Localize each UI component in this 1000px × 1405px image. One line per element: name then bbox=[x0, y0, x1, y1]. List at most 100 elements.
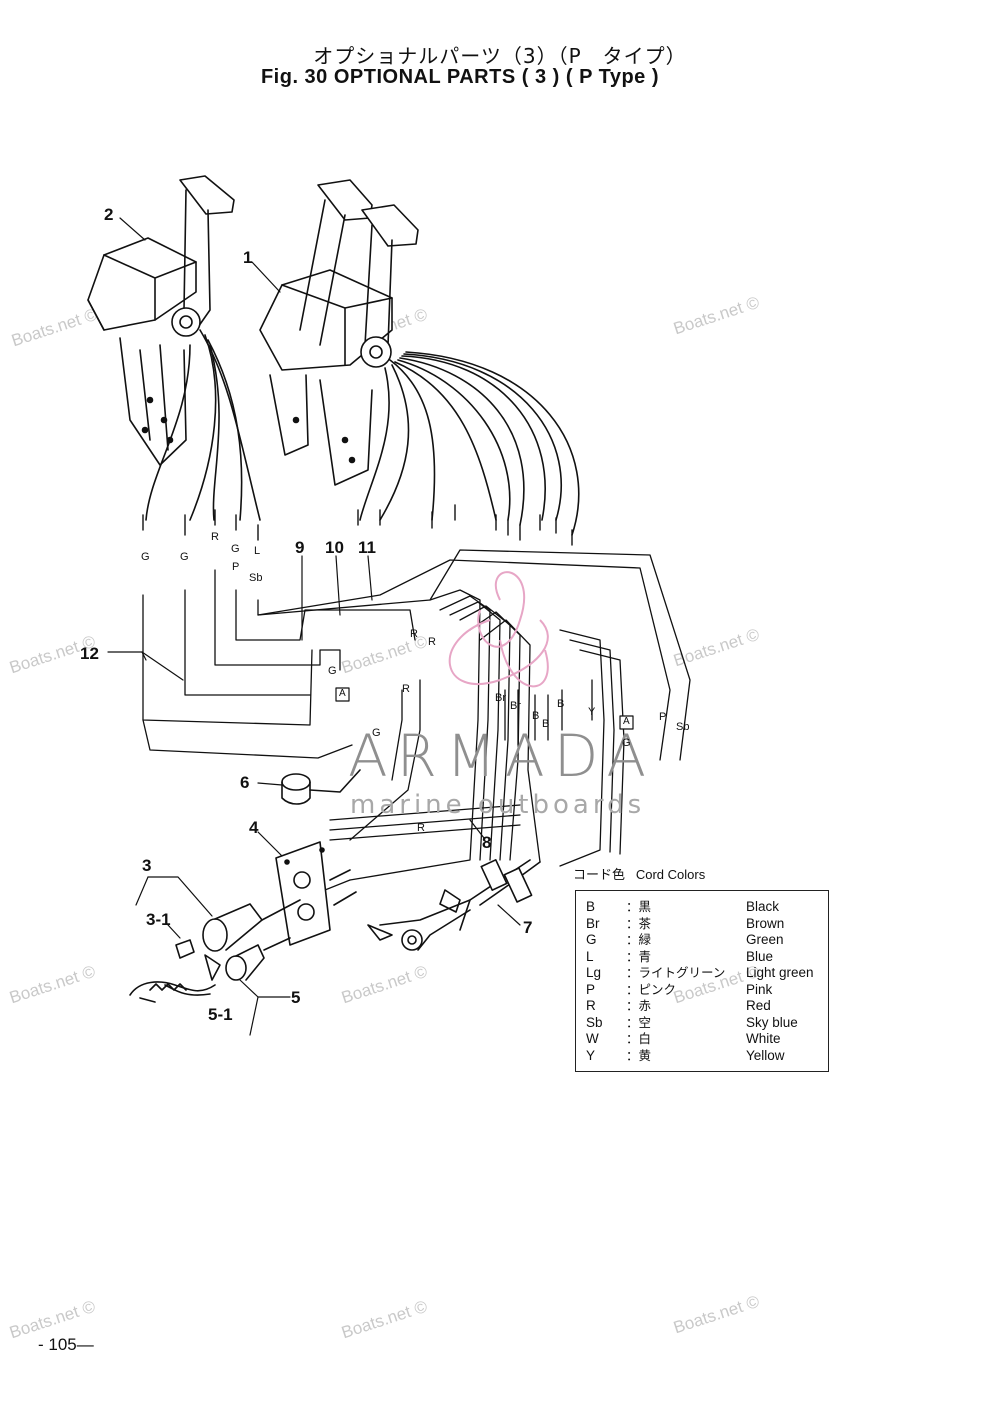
legend-jp: ：青 bbox=[626, 948, 652, 964]
legend-row: Sb ：空 Sky blue bbox=[586, 1015, 826, 1031]
wire-label: G bbox=[141, 551, 150, 563]
legend-jp: ：黄 bbox=[626, 1047, 652, 1063]
cord-colors-legend: B ：黒 Black Br ：茶 Brown G ：緑 Green L ：青 Blue Lg ：ラ… bbox=[575, 890, 829, 1072]
callout-10: 10 bbox=[325, 538, 344, 557]
legend-en: Sky blue bbox=[746, 1014, 798, 1030]
connector-mark: A bbox=[623, 716, 630, 727]
legend-jp: ：ライトグリーン bbox=[626, 965, 726, 980]
wire-label: G bbox=[328, 665, 337, 677]
leader-lines bbox=[107, 217, 521, 1036]
wire-label: P bbox=[659, 711, 667, 723]
callout-3-1: 3-1 bbox=[146, 910, 171, 929]
legend-en: White bbox=[746, 1031, 781, 1046]
callout-3: 3 bbox=[142, 856, 152, 875]
wire-label: Sb bbox=[676, 721, 690, 733]
legend-heading-en: Cord Colors bbox=[635, 867, 706, 882]
title-japanese: オプショナルパーツ（3）（P タイプ） bbox=[313, 44, 687, 68]
legend-en: Yellow bbox=[746, 1047, 785, 1063]
legend-jp: ：赤 bbox=[626, 998, 652, 1013]
legend-en: Pink bbox=[746, 981, 773, 997]
legend-code: Y bbox=[586, 1047, 596, 1063]
legend-row: Br ：茶 Brown bbox=[586, 916, 826, 932]
legend-jp: ：緑 bbox=[626, 932, 652, 947]
legend-row: Lg ：ライトグリーン Light green bbox=[586, 965, 826, 981]
legend-code: P bbox=[586, 981, 596, 997]
wire-label: R bbox=[211, 531, 219, 543]
wire-harness bbox=[299, 589, 625, 901]
connector-mark: A bbox=[339, 688, 346, 699]
wire-label: R bbox=[410, 628, 418, 640]
callout-9: 9 bbox=[295, 538, 305, 557]
legend-row: B ：黒 Black bbox=[586, 899, 826, 915]
stop-switch bbox=[129, 937, 291, 1003]
legend-row: R ：赤 Red bbox=[586, 998, 826, 1014]
legend-en: Red bbox=[746, 998, 771, 1013]
callout-4: 4 bbox=[249, 818, 259, 837]
legend-en: Blue bbox=[746, 948, 774, 964]
legend-en: Brown bbox=[746, 915, 785, 931]
legend-code: B bbox=[586, 899, 596, 914]
legend-heading-jp: コード色 bbox=[573, 868, 626, 883]
panel-plate bbox=[275, 841, 357, 946]
wire-label: B bbox=[532, 710, 540, 722]
wire-label: L bbox=[254, 545, 261, 557]
wire-label: G bbox=[180, 551, 189, 563]
legend-row: G ：緑 Green bbox=[586, 932, 826, 948]
callout-7: 7 bbox=[523, 918, 533, 937]
connector-stubs bbox=[142, 504, 573, 546]
legend-row: Y ：黄 Yellow bbox=[586, 1048, 826, 1064]
legend-row: W ：白 White bbox=[586, 1031, 826, 1047]
legend-jp: ：空 bbox=[626, 1014, 652, 1030]
callout-1: 1 bbox=[243, 248, 253, 267]
callout-6: 6 bbox=[240, 773, 250, 792]
wire-label: G bbox=[231, 543, 240, 555]
legend-en: Light green bbox=[746, 965, 814, 980]
wire-label: R bbox=[402, 683, 410, 695]
buzzer bbox=[281, 769, 361, 805]
wire-label: G bbox=[622, 737, 631, 749]
legend-jp: ：白 bbox=[626, 1031, 652, 1046]
legend-row: L ：青 Blue bbox=[586, 949, 826, 965]
wire-label: B bbox=[557, 698, 565, 710]
callout-5: 5 bbox=[291, 988, 301, 1007]
legend-en: Black bbox=[746, 899, 780, 914]
wire-label: G bbox=[372, 727, 381, 739]
wire-label: Br bbox=[510, 700, 521, 712]
legend-code: Br bbox=[586, 915, 600, 931]
wire-label: Sb bbox=[249, 572, 263, 584]
wire-label: R bbox=[428, 636, 436, 648]
callout-5-1: 5-1 bbox=[208, 1005, 233, 1024]
wire-label: Br bbox=[495, 692, 506, 704]
legend-code: R bbox=[586, 998, 596, 1013]
legend-jp: ：茶 bbox=[626, 915, 652, 931]
wire-label: P bbox=[232, 561, 240, 573]
legend-code: Lg bbox=[586, 965, 602, 980]
cable-12 bbox=[142, 589, 353, 759]
dual-lever-remote-control bbox=[259, 179, 580, 536]
brand-watermark-sub: marine outboards bbox=[350, 790, 646, 820]
main-harness-8 bbox=[367, 859, 541, 951]
legend-code: Sb bbox=[586, 1014, 603, 1030]
brand-watermark: ARMADA bbox=[348, 722, 656, 790]
callout-2: 2 bbox=[104, 205, 114, 224]
page-number: - 105— bbox=[38, 1335, 94, 1354]
legend-code: G bbox=[586, 932, 597, 947]
armada-logo-mark bbox=[448, 571, 549, 688]
legend-en: Green bbox=[746, 932, 784, 947]
callout-12: 12 bbox=[80, 644, 99, 663]
legend-row: P ：ピンク Pink bbox=[586, 982, 826, 998]
title-english: Fig. 30 OPTIONAL PARTS ( 3 ) ( P Type ) bbox=[260, 66, 660, 88]
wire-label: Y bbox=[588, 706, 596, 718]
legend-code: W bbox=[586, 1031, 599, 1046]
callout-8: 8 bbox=[482, 833, 492, 852]
wire-label: R bbox=[417, 822, 425, 834]
legend-jp: ：ピンク bbox=[626, 981, 677, 997]
wire-label: B bbox=[542, 718, 550, 730]
legend-code: L bbox=[586, 948, 594, 964]
callout-11: 11 bbox=[358, 538, 376, 557]
ignition-switch bbox=[175, 899, 301, 959]
single-lever-remote-control bbox=[87, 175, 261, 521]
extension-cables bbox=[214, 549, 691, 761]
legend-jp: ：黒 bbox=[626, 899, 652, 914]
